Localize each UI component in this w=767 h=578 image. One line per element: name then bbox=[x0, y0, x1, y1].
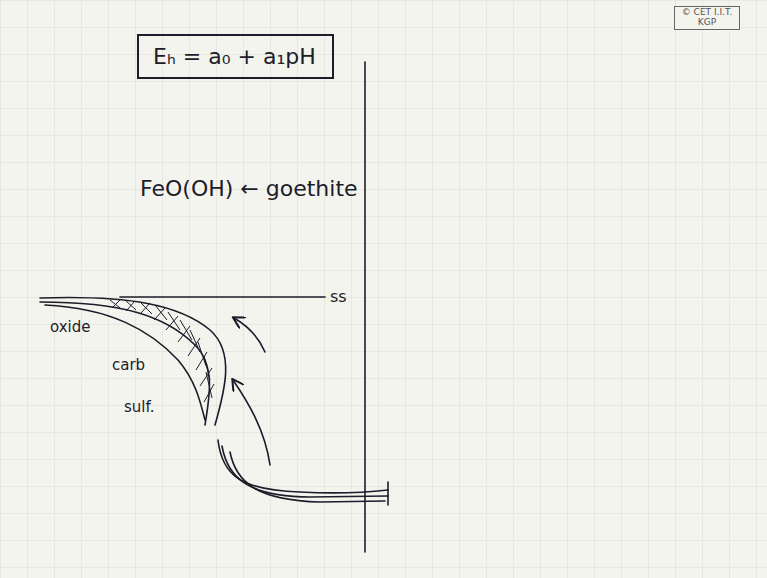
flow-arrow bbox=[233, 380, 270, 465]
tick bbox=[387, 482, 389, 505]
basin-strand bbox=[222, 446, 388, 497]
basin-strand bbox=[230, 452, 385, 502]
slope-strand bbox=[40, 302, 209, 425]
divider-line bbox=[364, 62, 366, 552]
facies-label: oxide bbox=[50, 318, 91, 336]
hatching bbox=[110, 300, 214, 402]
sea-surface-line bbox=[120, 296, 325, 298]
box-text: Eₕ = a₀ + a₁pH bbox=[153, 44, 318, 69]
box-text: © CET I.I.T. KGP bbox=[679, 8, 735, 28]
facies-label: sulf. bbox=[124, 398, 154, 416]
slope-strand bbox=[40, 297, 226, 425]
flow-arrow bbox=[234, 318, 265, 352]
surface-label: ss bbox=[330, 287, 347, 306]
watermark-box: © CET I.I.T. KGP bbox=[674, 6, 740, 30]
basin-strand bbox=[218, 440, 388, 493]
equation-box: Eₕ = a₀ + a₁pH bbox=[137, 34, 334, 79]
mineral-note: FeO(OH) ← goethite bbox=[140, 176, 358, 201]
profile-sketch bbox=[40, 62, 388, 552]
facies-label: carb bbox=[112, 356, 145, 374]
